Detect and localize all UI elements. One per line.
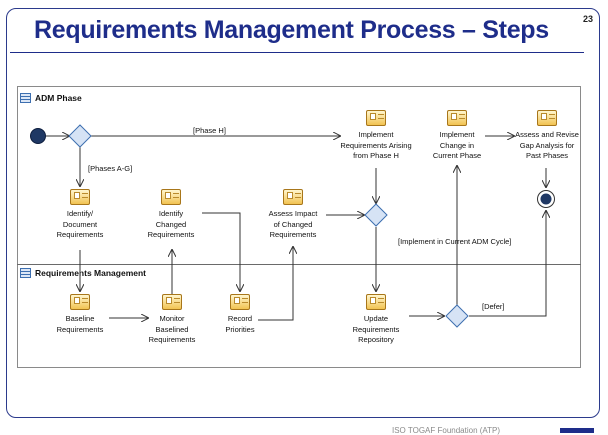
swimlane-icon [20,268,31,278]
connector [469,211,546,317]
activity-icon [447,110,467,126]
lane-title-adm: ADM Phase [35,93,82,103]
activity-label: Assess and Revise Gap Analysis for Past … [515,130,579,160]
activity-assess-impact[interactable]: Assess Impact of Changed Requirements [250,189,336,241]
end-node [540,193,552,205]
activity-baseline-requirements[interactable]: Baseline Requirements [37,294,123,335]
decision-node [445,304,469,328]
connector [258,247,293,321]
swimlane-icon [20,93,31,103]
activity-label: Record Priorities [225,314,255,334]
diagram-area [17,86,581,368]
activity-identify-document-requirements[interactable]: Identify/ Document Requirements [37,189,123,241]
activity-label: Assess Impact of Changed Requirements [268,209,318,239]
activity-update-requirements-repository[interactable]: Update Requirements Repository [333,294,419,346]
slide-frame [6,8,600,418]
connector [202,212,240,291]
activity-icon [366,110,386,126]
activity-icon [161,189,181,205]
page-number: 23 [583,14,594,24]
footer-logo-bar [560,428,594,433]
activity-record-priorities[interactable]: Record Priorities [197,294,283,335]
activity-icon [283,189,303,205]
activity-assess-revise-gap-analysis[interactable]: Assess and Revise Gap Analysis for Past … [504,110,590,162]
activity-monitor-baselined-requirements[interactable]: Monitor Baselined Requirements [129,294,215,346]
activity-icon [70,294,90,310]
lane-header-requirements-management: Requirements Management [20,268,146,278]
activity-implement-phase-h-requirements[interactable]: Implement Requirements Arising from Phas… [333,110,419,162]
footer-text: ISO TOGAF Foundation (ATP) [392,426,501,435]
activity-icon [70,189,90,205]
start-node [30,128,46,144]
activity-icon [537,110,557,126]
activity-identify-changed-requirements[interactable]: Identify Changed Requirements [128,189,214,241]
activity-label: Identify/ Document Requirements [56,209,104,239]
activity-label: Baseline Requirements [56,314,104,334]
flow-label-implement-current-cycle: [Implement in Current ADM Cycle] [398,237,512,246]
lane-divider [17,264,581,265]
merge-node [364,203,388,227]
flow-label-phase-h: [Phase H] [193,126,226,135]
flow-label-phases-a-g: [Phases A-G] [88,164,133,173]
activity-icon [230,294,250,310]
lane-header-adm: ADM Phase [20,93,82,103]
activity-label: Identify Changed Requirements [147,209,195,239]
activity-label: Update Requirements Repository [352,314,400,344]
decision-node [68,124,92,148]
slide-title: Requirements Management Process – Steps [34,16,549,44]
activity-icon [366,294,386,310]
activity-implement-change[interactable]: Implement Change in Current Phase [414,110,500,162]
title-underline [10,52,584,53]
lane-title-requirements-management: Requirements Management [35,268,146,278]
flow-label-defer: [Defer] [482,302,505,311]
activity-label: Monitor Baselined Requirements [148,314,196,344]
activity-label: Implement Change in Current Phase [432,130,482,160]
activity-label: Implement Requirements Arising from Phas… [340,130,412,160]
activity-icon [162,294,182,310]
